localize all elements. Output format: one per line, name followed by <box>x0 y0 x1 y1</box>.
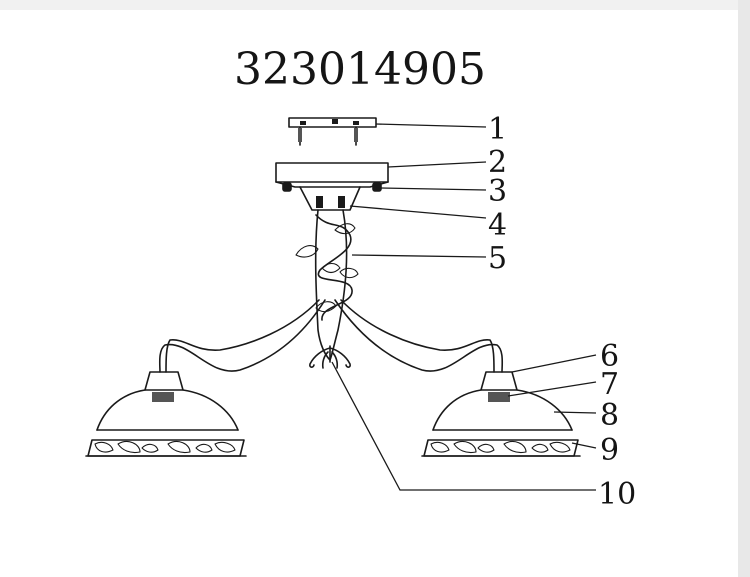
callout-9: 9 <box>600 433 619 468</box>
shade-left <box>85 371 247 457</box>
callout-7: 7 <box>600 367 619 402</box>
arm-left <box>158 299 326 373</box>
decorative-stem <box>295 209 359 361</box>
bottom-finial <box>309 345 351 369</box>
model-number: 323014905 <box>234 44 486 95</box>
connection-block <box>299 186 361 211</box>
callout-4: 4 <box>488 208 507 243</box>
mounting-bracket <box>288 117 377 146</box>
callout-5: 5 <box>488 241 507 276</box>
scan-edge <box>0 0 750 10</box>
canopy-nuts <box>282 182 382 192</box>
canopy <box>275 162 389 188</box>
callout-6: 6 <box>600 339 619 374</box>
arm-right <box>334 299 504 373</box>
callout-8: 8 <box>600 398 619 433</box>
leader-lines <box>331 123 597 491</box>
callout-10: 10 <box>598 477 636 512</box>
scan-edge <box>738 0 750 577</box>
callout-3: 3 <box>488 174 507 209</box>
shade-right <box>421 371 581 457</box>
callout-2: 2 <box>488 145 507 180</box>
callout-1: 1 <box>488 112 507 147</box>
